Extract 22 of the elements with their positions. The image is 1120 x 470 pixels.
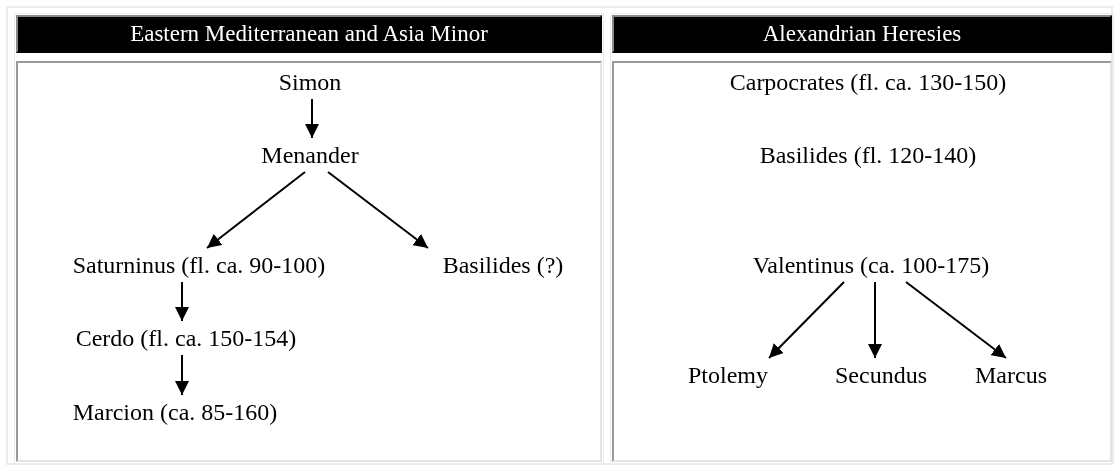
name-label: Secundus [835, 361, 927, 389]
name-label: Menander [261, 141, 359, 169]
name-label: Ptolemy [688, 361, 768, 389]
name-label: Basilides (?) [442, 251, 564, 279]
name-label: Carpocrates (fl. ca. 130-150) [729, 68, 1007, 96]
name-label: Cerdo (fl. ca. 150-154) [75, 324, 297, 352]
column-header: Alexandrian Heresies [612, 15, 1112, 53]
name-label: Marcion (ca. 85-160) [72, 398, 278, 426]
name-label: Basilides (fl. 120-140) [759, 141, 977, 169]
name-label: Marcus [975, 361, 1047, 389]
arrow [305, 98, 319, 139]
name-label: Saturninus (fl. ca. 90-100) [72, 251, 326, 279]
arrow [206, 171, 306, 249]
arrow [175, 354, 189, 396]
name-label: Valentinus (ca. 100-175) [752, 251, 990, 279]
column-header: Eastern Mediterranean and Asia Minor [16, 15, 602, 53]
arrow [868, 281, 882, 359]
arrow [905, 281, 1007, 359]
name-label: Simon [278, 68, 342, 96]
arrow [175, 281, 189, 322]
arrow [327, 171, 429, 249]
arrow [768, 281, 845, 359]
